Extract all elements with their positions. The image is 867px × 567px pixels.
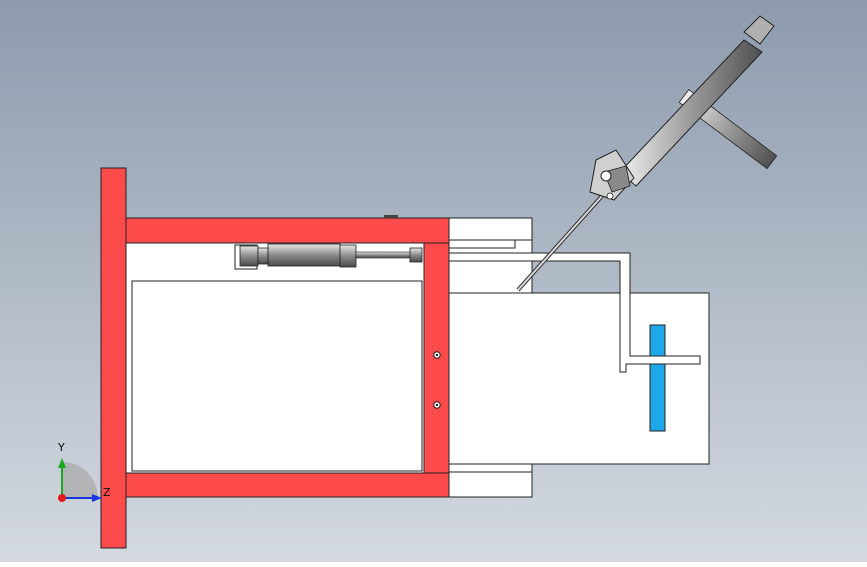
diagonal-actuator bbox=[516, 15, 778, 292]
red-frame bbox=[100, 167, 450, 549]
blue-bar bbox=[649, 324, 666, 432]
coordinate-triad bbox=[58, 458, 102, 502]
pneumatic-cylinder bbox=[234, 243, 423, 270]
axis-y-label: Y bbox=[58, 441, 65, 454]
inner-plate bbox=[131, 280, 423, 472]
axis-z-label: Z bbox=[103, 486, 111, 499]
bent-rod bbox=[419, 252, 701, 373]
guide-block-bottom bbox=[448, 463, 533, 498]
slide-plate bbox=[448, 292, 710, 465]
